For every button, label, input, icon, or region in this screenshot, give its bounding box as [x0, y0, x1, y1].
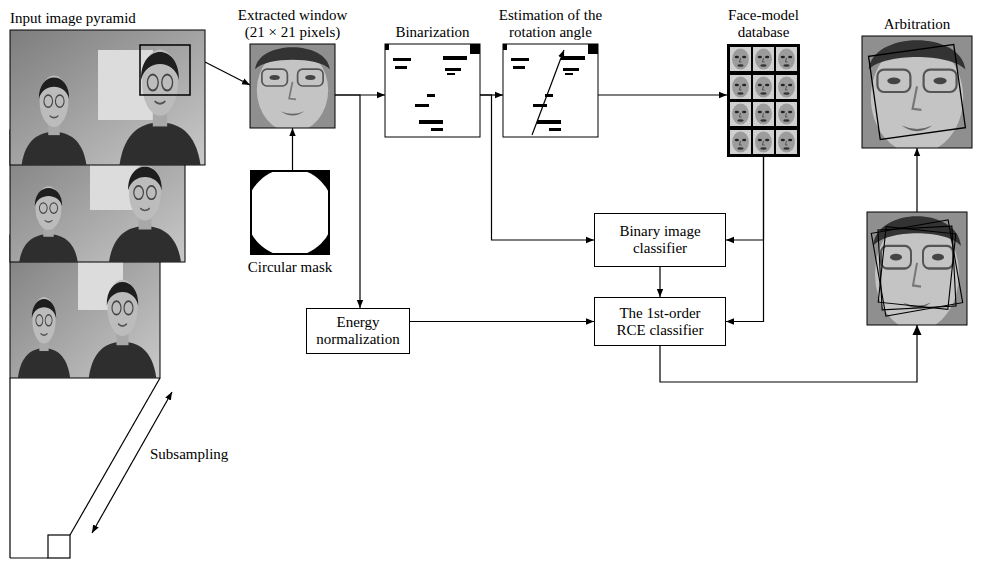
annotation-label: Subsampling [150, 446, 228, 463]
face-model-grid [753, 47, 774, 71]
connector-arrow [205, 62, 250, 85]
face-model-grid [727, 44, 800, 157]
panel-caption: Binarization [378, 24, 488, 41]
connector-arrow [726, 157, 764, 322]
process-box: The 1st-order RCE classifier [594, 297, 726, 346]
connector-arrow [335, 95, 360, 308]
candidate-detections-photo [871, 220, 962, 316]
panel-heading: Input image pyramid [10, 10, 190, 27]
pyramid-level-three [18, 297, 70, 378]
candidate-detections-photo [878, 226, 956, 310]
connector-arrow [410, 321, 594, 322]
panel-heading: Face-model database [716, 7, 812, 41]
pyramid-frame [10, 557, 48, 558]
pyramid-frame [48, 535, 70, 558]
face-model-grid [776, 47, 797, 71]
rotation-estimate-image [503, 44, 598, 137]
panel-caption: Input image pyramid [10, 10, 190, 27]
annotation-text: Subsampling [150, 446, 228, 463]
face-model-grid [730, 102, 751, 126]
connector-arrow [659, 267, 660, 297]
pyramid-level-one [10, 30, 205, 165]
arbitration-photo [862, 36, 972, 154]
pyramid-level-one [120, 49, 201, 165]
pyramid-level-one [22, 75, 87, 165]
panel-caption: Extracted window (21 × 21 pixels) [234, 7, 352, 41]
face-model-grid [776, 75, 797, 99]
extracted-window-photo [250, 44, 335, 132]
panel-caption: Circular mask [235, 259, 345, 276]
pyramid-frame [9, 378, 10, 558]
panel-caption: Arbitration [862, 16, 972, 33]
circular-mask-image [251, 171, 329, 254]
pyramid-photos [10, 30, 205, 378]
face-model-grid [730, 130, 751, 154]
arbitration-photo [862, 36, 972, 148]
face-model-grid [753, 102, 774, 126]
box-text: Binary image classifier [607, 223, 713, 257]
pyramid-frame [10, 378, 172, 558]
face-model-grid [730, 75, 751, 99]
box-text: The 1st-order RCE classifier [607, 305, 713, 339]
face-model-grid [776, 102, 797, 126]
candidate-detections-photo [878, 227, 956, 310]
panel-heading: Estimation of the rotation angle [493, 7, 609, 41]
pyramid-level-two [109, 165, 181, 262]
extracted-window-photo [250, 44, 335, 128]
process-box: Binary image classifier [594, 213, 726, 267]
rotation-estimate-image [503, 44, 598, 137]
binarized-image [385, 44, 480, 137]
pyramid-level-one [140, 45, 190, 95]
face-model-grid [753, 130, 774, 154]
connector-arrow [598, 94, 727, 95]
pyramid-level-three [89, 280, 157, 378]
face-model-grid [753, 75, 774, 99]
rotation-estimate-image [532, 50, 564, 135]
pyramid-level-one [10, 30, 205, 165]
image-panel: Face-model database [727, 44, 800, 157]
pyramid-level-two [19, 186, 78, 262]
face-model-grid [776, 130, 797, 154]
extracted-window-photo [250, 44, 335, 132]
image-panel: Extracted window (21 × 21 pixels) [250, 44, 335, 128]
image-panel: Circular mask [250, 170, 330, 255]
panel-heading: Extracted window (21 × 21 pixels) [234, 7, 352, 41]
candidate-detections-photo [867, 212, 967, 325]
candidate-detections-photo [913, 325, 922, 335]
pyramid-frame [92, 392, 172, 533]
panel-heading: Binarization [378, 24, 488, 41]
connector-arrow [292, 128, 293, 170]
binarized-image [385, 44, 480, 137]
box-text: Energy normalization [316, 314, 399, 348]
image-panel: Estimation of the rotation angle [503, 44, 598, 137]
image-panel: Arbitration [862, 36, 972, 148]
panel-caption: Estimation of the rotation angle [493, 7, 609, 41]
circular-mask-image [246, 169, 334, 257]
candidate-detections-photo [867, 212, 967, 335]
panel-heading: Arbitration [862, 16, 972, 33]
image-panel: Binarization [385, 44, 480, 137]
face-model-grid [727, 44, 800, 157]
circular-mask-image [250, 170, 330, 255]
arbitration-photo [869, 44, 966, 139]
panel-heading: Circular mask [235, 259, 345, 276]
process-box: Energy normalization [306, 308, 410, 354]
candidate-detections-photo [867, 212, 967, 331]
connector-arrow [726, 157, 764, 240]
face-model-grid [730, 47, 751, 71]
panel-caption: Face-model database [716, 7, 812, 41]
pyramid-frame [70, 378, 160, 535]
image-panel: Input image pyramid [10, 30, 205, 378]
arbitration-photo [862, 36, 972, 154]
